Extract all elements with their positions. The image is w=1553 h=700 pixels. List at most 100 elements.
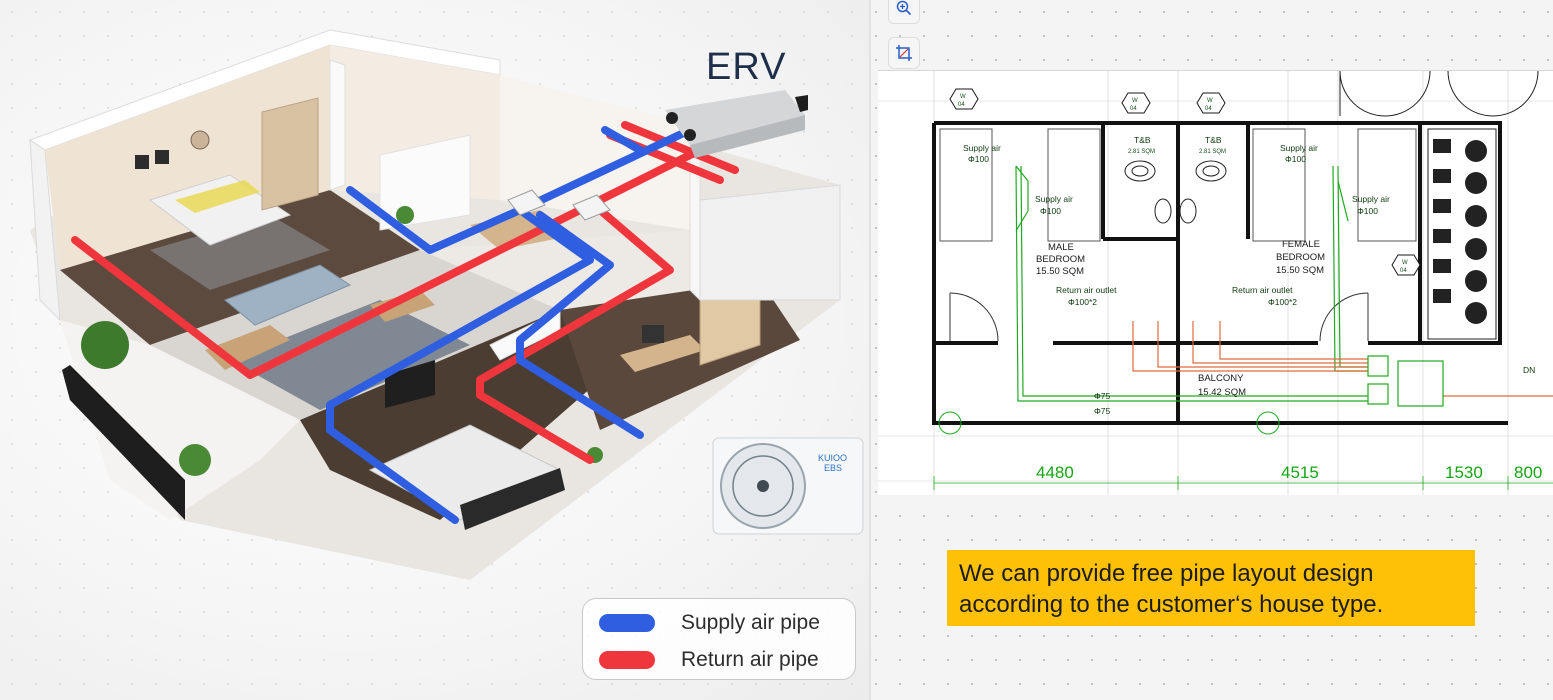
- plant: [179, 444, 211, 476]
- plan-planters: [1427, 128, 1497, 340]
- wall-tags: [949, 88, 1421, 276]
- room-type: BEDROOM: [1036, 254, 1085, 265]
- return-size-label: Φ100*2: [1068, 297, 1097, 307]
- room-name: FEMALE: [1282, 239, 1320, 250]
- legend-item-supply: Supply air pipe: [599, 611, 820, 635]
- tag-label-w: W: [960, 94, 966, 100]
- bedroom-rug: [150, 215, 330, 290]
- dn-label: DN: [1523, 365, 1535, 375]
- tag-label-w: W: [1132, 98, 1138, 104]
- tag-label-w: W: [1207, 98, 1213, 104]
- supply-size-label: Φ100: [968, 154, 989, 164]
- toilet-area: 2.81 SQM: [1128, 149, 1155, 155]
- air-distribution-box: [572, 194, 611, 221]
- bed-headboard: [460, 468, 565, 530]
- bedroom-back-wall: [45, 45, 330, 270]
- banner-line-2: according to the customer‘s house type.: [959, 591, 1384, 618]
- partition-wall-2: [379, 134, 471, 231]
- wall-decor: [190, 130, 210, 150]
- info-banner: We can provide free pipe layout design a…: [947, 550, 1475, 626]
- model-name: EBS: [824, 463, 843, 473]
- zoom-in-tool[interactable]: [888, 0, 920, 24]
- supply-size-label: Φ100: [1285, 154, 1306, 164]
- armchair: [370, 290, 435, 322]
- supply-air-label: Supply air: [1035, 194, 1073, 204]
- banner-line-1: We can provide free pipe layout design: [959, 560, 1374, 587]
- kitchen-wall: [500, 75, 690, 230]
- plant: [81, 321, 129, 369]
- dimension-label: 1530: [1445, 463, 1483, 482]
- crop-tool[interactable]: [888, 37, 920, 69]
- room-area: 15.42 SQM: [1198, 387, 1246, 398]
- return-size-label: Φ100*2: [1268, 297, 1297, 307]
- bed-blanket: [175, 180, 260, 213]
- legend-swatch-supply: [599, 614, 655, 632]
- plan-toilets: [1124, 160, 1227, 224]
- column-marker: [938, 411, 962, 435]
- legend-item-return: Return air pipe: [599, 648, 819, 672]
- plan-walls: [932, 121, 1508, 425]
- room-name: MALE: [1048, 242, 1074, 253]
- room-area: 15.50 SQM: [1276, 265, 1324, 276]
- wall-frame: [155, 150, 169, 164]
- crop-icon: [896, 45, 912, 61]
- toilet-area: 2.81 SQM: [1199, 149, 1226, 155]
- slide-divider: [869, 0, 871, 700]
- dimension-label: 800: [1514, 463, 1542, 482]
- supply-air-label: Supply air: [1280, 143, 1318, 153]
- legend-label-return: Return air pipe: [681, 648, 819, 671]
- erv-label: ERV: [706, 46, 787, 88]
- return-outlet-label: Return air outlet: [1232, 285, 1293, 295]
- column-marker: [1256, 411, 1280, 435]
- sofa: [224, 264, 352, 326]
- outdoor-ac-unit: [712, 437, 864, 535]
- balcony-railing: [62, 365, 185, 520]
- supply-air-label: Supply air: [963, 143, 1001, 153]
- magnifier-plus-icon: [896, 0, 912, 16]
- pipe-legend: Supply air pipe Return air pipe: [582, 598, 856, 680]
- supply-size-label: Φ100: [1357, 206, 1378, 216]
- dimension-line: [933, 476, 1553, 490]
- balcony-floor: [60, 320, 300, 520]
- room-type: BEDROOM: [1276, 252, 1325, 263]
- tv: [385, 360, 435, 408]
- pipe-75-label: Φ75: [1094, 391, 1111, 401]
- outdoor-unit-brand: KUIOO EBS: [818, 453, 847, 473]
- return-outlet-label: Return air outlet: [1056, 285, 1117, 295]
- study-desk: [620, 335, 705, 372]
- house-cutaway-illustration: [28, 29, 864, 580]
- pipe-75-label: Φ75: [1094, 406, 1111, 416]
- stair-arcs: [1339, 71, 1539, 117]
- supply-air-label: Supply air: [1352, 194, 1390, 204]
- house-illustration-slide: ERV KUIOO EBS Supply air pipe Return air…: [0, 0, 870, 700]
- room-area: 15.50 SQM: [1036, 266, 1084, 277]
- plan-doors: [949, 292, 1369, 342]
- dimension-label: 4515: [1281, 463, 1319, 482]
- legend-label-supply: Supply air pipe: [681, 611, 820, 634]
- room-name: BALCONY: [1198, 373, 1244, 384]
- wall-frame: [135, 155, 149, 169]
- plan-beds: [939, 128, 1417, 242]
- floor-plan-svg: W 04 W 04 W 04 W 04 Supply air Φ100 Supp…: [878, 71, 1553, 495]
- legend-swatch-return: [599, 651, 655, 669]
- brand-name: KUIOO: [818, 453, 848, 463]
- plant: [396, 206, 414, 224]
- wardrobe: [261, 97, 319, 211]
- dimension-label: 4480: [1036, 463, 1074, 482]
- toilet-name: T&B: [1205, 135, 1222, 145]
- plan-erv-unit: [1367, 355, 1444, 407]
- supply-air-pipes: [326, 126, 694, 524]
- tag-label-04: 04: [1205, 106, 1212, 112]
- tag-label-w: W: [1402, 260, 1408, 266]
- tag-label-04: 04: [1400, 268, 1407, 274]
- toilet-name: T&B: [1134, 135, 1151, 145]
- tag-label-04: 04: [1130, 106, 1137, 112]
- erv-unit: [665, 90, 808, 158]
- supply-size-label: Φ100: [1040, 206, 1061, 216]
- floor-plan-drawing: W 04 W 04 W 04 W 04 Supply air Φ100 Supp…: [878, 70, 1553, 495]
- partition-wall: [329, 59, 346, 191]
- plan-return-pipes: [1132, 321, 1553, 397]
- outer-right-wall: [699, 184, 841, 301]
- tag-label-04: 04: [958, 102, 965, 108]
- monitor: [642, 325, 664, 343]
